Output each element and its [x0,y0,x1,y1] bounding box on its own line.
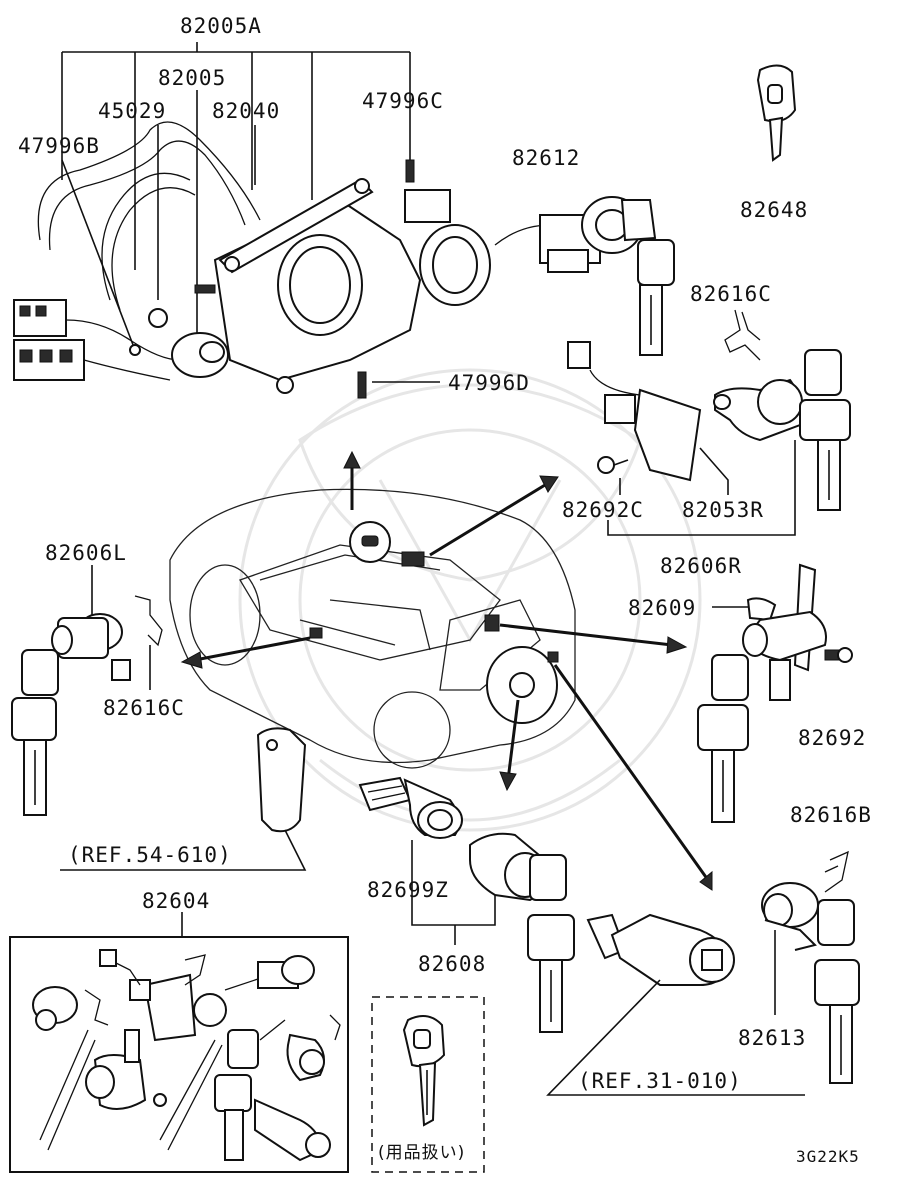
label-82613: 82613 [738,1026,806,1050]
label-82606R: 82606R [660,554,742,578]
label-82616C-left: 82616C [103,696,185,720]
steering-lock-assembly [13,42,491,399]
label-key-note: (用品扱い) [378,1143,465,1163]
label-47996B: 47996B [18,134,100,158]
label-ref-54-610: (REF.54-610) [68,843,232,867]
label-82005: 82005 [158,66,226,90]
label-82616B: 82616B [790,803,872,827]
diagram-code: 3G22K5 [796,1147,860,1166]
label-47996C: 47996C [362,89,444,113]
label-45029: 45029 [98,99,166,123]
label-82604: 82604 [142,889,210,913]
key-blank-box [371,996,485,1173]
label-82612: 82612 [512,146,580,170]
label-82609: 82609 [628,596,696,620]
tailgate-lock-82608 [358,776,575,1033]
label-82608: 82608 [418,952,486,976]
pointer-arrows [180,450,713,891]
label-82040: 82040 [212,99,280,123]
label-82699Z: 82699Z [367,878,449,902]
label-82692C: 82692C [562,498,644,522]
car-outline [169,488,576,769]
label-82616C-right: 82616C [690,282,772,306]
key-82648 [756,64,797,162]
door-lock-assembly-left [11,565,163,816]
label-82648: 82648 [740,198,808,222]
label-ref-31-010: (REF.31-010) [578,1069,742,1093]
label-82606L: 82606L [45,541,127,565]
kit-82604 [9,912,349,1173]
fuel-lid-cylinder [546,913,805,1096]
label-82692: 82692 [798,726,866,750]
label-82053R: 82053R [682,498,764,522]
door-lock-82609 [697,563,853,823]
door-lock-assembly-right [567,309,851,536]
label-47996D: 47996D [448,371,530,395]
ignition-cylinder-82612 [494,196,675,356]
fuel-lid-part [60,727,307,871]
door-lock-82613 [761,850,860,1084]
label-82005A: 82005A [180,14,262,38]
